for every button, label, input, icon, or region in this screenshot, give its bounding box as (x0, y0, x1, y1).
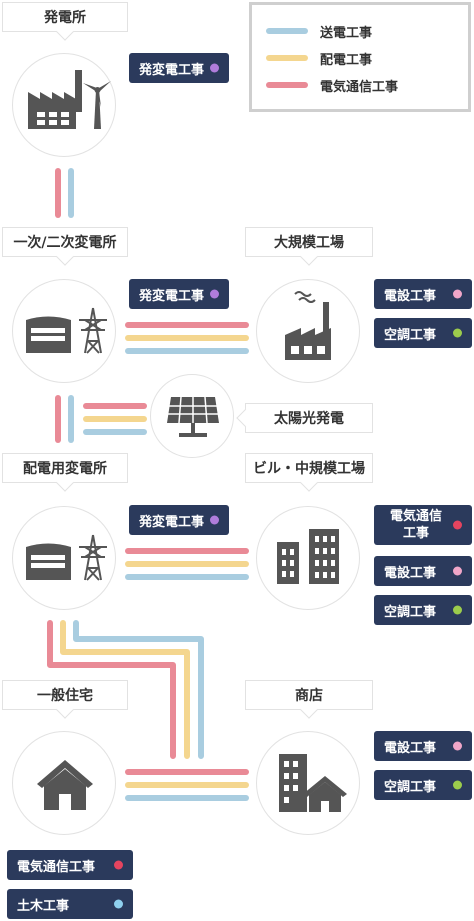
legend-item-transmission: 送電工事 (266, 21, 372, 41)
line-transmission (73, 620, 204, 759)
dot-icon (210, 289, 219, 299)
tag-civil-work: 土木工事 (7, 889, 133, 919)
node-label-solar: 太陽光発電 (236, 403, 373, 433)
legend-swatch-transmission (266, 28, 308, 34)
factory-icon (285, 291, 331, 360)
tag-label: 電気通信工事 (390, 509, 443, 541)
tag-electrical-work: 電設工事 (374, 279, 472, 309)
solar-node (150, 374, 234, 458)
tag-hvac-work: 空調工事 (374, 595, 472, 625)
dot-icon (114, 860, 123, 870)
tag-label: 空調工事 (384, 327, 437, 343)
node-label-text: 太陽光発電 (274, 411, 344, 427)
tag-substation-work: 発変電工事 (129, 279, 229, 309)
line-telecom (47, 620, 176, 759)
node-label-text: 配電用変電所 (23, 461, 107, 477)
legend-label-distribution: 配電工事 (320, 52, 373, 68)
tag-label: 空調工事 (384, 604, 437, 620)
dot-icon (453, 741, 462, 751)
node-label-text: 大規模工場 (274, 235, 344, 251)
dist-substation-node (12, 506, 116, 610)
tag-telecom-work: 電気通信工事 (7, 850, 133, 880)
tag-label: 発変電工事 (139, 288, 205, 304)
node-label-building: ビル・中規模工場 (245, 453, 373, 492)
dot-icon (210, 515, 219, 525)
substation-node (12, 279, 116, 383)
legend-swatch-distribution (266, 55, 308, 61)
tag-telecom-work: 電気通信工事 (374, 505, 472, 545)
substation-icon (26, 307, 107, 354)
legend-label-telecom: 電気通信工事 (320, 79, 399, 95)
power-plant-node (12, 53, 116, 157)
dot-icon (453, 605, 462, 615)
dot-icon (210, 63, 219, 73)
power-plant-icon (28, 70, 111, 129)
solar-panel-icon (167, 396, 219, 437)
large-factory-node (256, 279, 360, 383)
tag-label: 電設工事 (384, 740, 437, 756)
node-label-text: ビル・中規模工場 (253, 461, 365, 477)
tag-label: 電気通信工事 (17, 859, 96, 875)
dot-icon (453, 566, 462, 576)
node-label-text: 商店 (295, 688, 323, 704)
tag-label: 土木工事 (17, 898, 70, 914)
store-icon (279, 754, 347, 812)
tag-label: 電設工事 (384, 288, 437, 304)
tag-hvac-work: 空調工事 (374, 318, 472, 348)
legend: 送電工事 配電工事 電気通信工事 (249, 2, 471, 112)
dot-icon (114, 899, 123, 909)
node-label-large-factory: 大規模工場 (245, 227, 373, 266)
legend-item-distribution: 配電工事 (266, 48, 372, 68)
building-icon (277, 529, 339, 584)
node-label-text: 発電所 (44, 10, 86, 26)
line-distribution (60, 620, 190, 759)
node-label-store: 商店 (245, 680, 373, 719)
tag-label: 発変電工事 (139, 62, 205, 78)
tag-label: 空調工事 (384, 779, 437, 795)
tag-substation-work: 発変電工事 (129, 505, 229, 535)
node-label-house: 一般住宅 (2, 680, 128, 719)
tag-hvac-work: 空調工事 (374, 770, 472, 800)
house-icon (37, 760, 93, 810)
node-label-text: 一次/二次変電所 (13, 235, 117, 251)
building-node (256, 506, 360, 610)
tag-label: 発変電工事 (139, 514, 205, 530)
tag-substation-work: 発変電工事 (129, 53, 229, 83)
substation-icon (26, 534, 107, 581)
dot-icon (453, 780, 462, 790)
node-label-text: 一般住宅 (37, 688, 93, 704)
node-label-power-plant: 発電所 (2, 2, 128, 41)
tag-electrical-work: 電設工事 (374, 731, 472, 761)
legend-item-telecom: 電気通信工事 (266, 75, 398, 95)
tag-electrical-work: 電設工事 (374, 556, 472, 586)
tag-label: 電設工事 (384, 565, 437, 581)
dot-icon (453, 289, 462, 299)
dot-icon (453, 520, 462, 530)
dot-icon (453, 328, 462, 338)
legend-label-transmission: 送電工事 (320, 25, 373, 41)
node-label-dist-substation: 配電用変電所 (2, 453, 128, 492)
node-label-substation: 一次/二次変電所 (2, 227, 128, 266)
legend-swatch-telecom (266, 82, 308, 88)
house-node (12, 731, 116, 835)
store-node (256, 731, 360, 835)
